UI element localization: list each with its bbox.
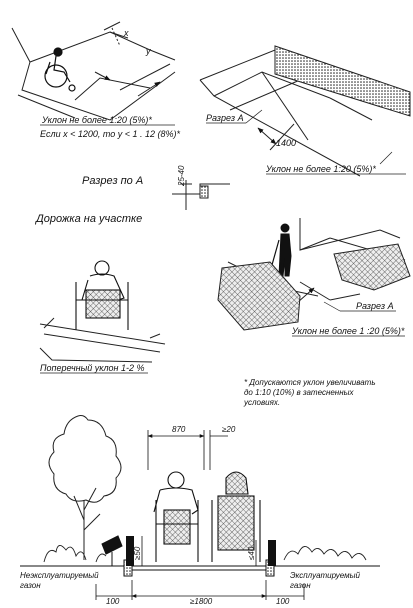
wheelchair-user-back-icon bbox=[211, 471, 261, 562]
pedestrian-with-cane-icon bbox=[269, 223, 292, 277]
ramp-perspective-drawing bbox=[11, 21, 176, 121]
section-a-mid-label: Разрез А bbox=[356, 301, 394, 311]
curb-hatch-area bbox=[274, 45, 411, 117]
dim-1400-label: 1400 bbox=[276, 138, 296, 148]
dim-25-40-label: 25-40 bbox=[177, 165, 186, 187]
footnote-line-3: условиях. bbox=[243, 398, 280, 407]
curb-section-detail bbox=[172, 180, 230, 210]
bollard-left bbox=[126, 536, 134, 566]
shrubs-left bbox=[43, 545, 107, 563]
slope-right-top-label: Уклон не более 1:20 (5%)* bbox=[265, 164, 376, 174]
wheelchair-user-cross-slope-icon bbox=[75, 260, 129, 330]
cross-slope-ground bbox=[39, 317, 166, 363]
bollard-right bbox=[268, 540, 276, 566]
curb-ramp-tactile-right bbox=[333, 243, 411, 291]
cross-slope-label: Поперечный уклон 1-2 % bbox=[40, 363, 145, 373]
dim-870-label: 870 bbox=[172, 425, 186, 434]
dim-ge50-label: ≥50 bbox=[133, 546, 142, 560]
dim-x-label: x bbox=[123, 28, 129, 38]
dim-ge1800-label: ≥1800 bbox=[190, 597, 213, 606]
unused-area-label-2: газон bbox=[20, 581, 41, 590]
dim-100-left-label: 100 bbox=[106, 597, 120, 606]
slope-mid-label: Уклон не более 1 :20 (5%)* bbox=[291, 326, 405, 336]
section-a-top-label: Разрез А bbox=[206, 113, 244, 123]
dimension-lines bbox=[95, 430, 305, 600]
section-by-a-title: Разрез по А bbox=[82, 175, 143, 187]
dim-le40-label: ≤40 bbox=[247, 546, 256, 560]
street-lamp-icon bbox=[101, 535, 123, 566]
dim-ge20-label: ≥20 bbox=[222, 425, 236, 434]
slope-top-label: Уклон не более 1:20 (5%)* bbox=[41, 115, 152, 125]
footnote-line-2: до 1:10 (10%) в затесненных bbox=[244, 388, 354, 397]
ramp-section-plan-drawing bbox=[199, 49, 411, 177]
path-title: Дорожка на участке bbox=[34, 213, 142, 225]
footnote-line-1: * Допускаются уклон увеличивать bbox=[244, 378, 376, 387]
slope-condition-label: Если x < 1200, то y < 1 . 12 (8%)* bbox=[40, 129, 181, 139]
dim-100-right-label: 100 bbox=[276, 597, 290, 606]
shrubs-right bbox=[283, 546, 367, 561]
used-area-label-2: газон bbox=[290, 581, 311, 590]
path-section-ground bbox=[20, 565, 380, 571]
wheelchair-user-front-icon bbox=[153, 471, 199, 562]
used-area-label-1: Эксплуатируемый bbox=[290, 571, 361, 580]
unused-area-label-1: Неэксплуатируемый bbox=[20, 571, 99, 580]
dim-y-label: y bbox=[145, 46, 151, 56]
tree-drawing bbox=[48, 415, 122, 560]
curb-ramp-tactile-left bbox=[217, 261, 301, 331]
wheelchair-user-top-icon bbox=[44, 47, 76, 92]
